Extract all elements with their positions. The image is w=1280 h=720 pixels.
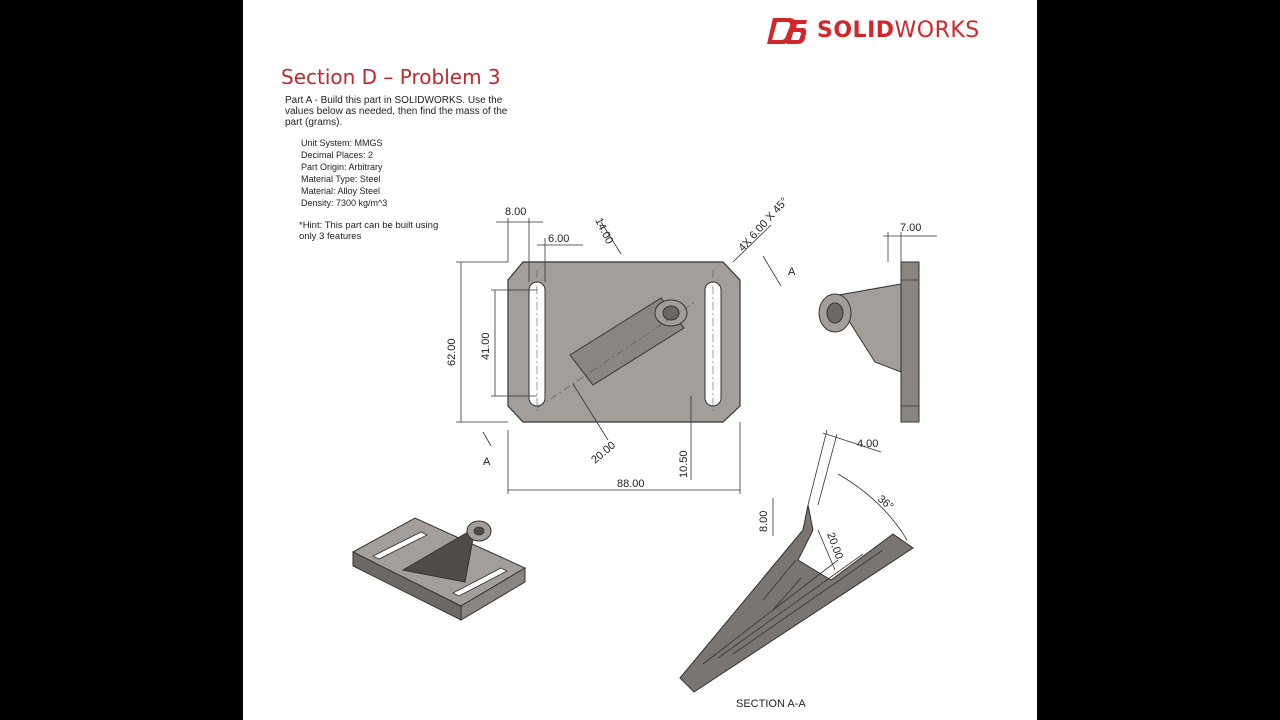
section-label: SECTION A-A bbox=[736, 698, 806, 710]
dim-thickness: 7.00 bbox=[900, 222, 921, 234]
dim-angle: 36° bbox=[875, 493, 895, 513]
drawing-sheet: SOLIDWORKS Section D – Problem 3 Part A … bbox=[243, 0, 1037, 720]
spec-item: Material: Alloy Steel bbox=[301, 186, 381, 196]
front-view bbox=[507, 261, 741, 423]
section-view bbox=[679, 429, 914, 693]
page-title: Section D – Problem 3 bbox=[281, 65, 501, 89]
spec-item: Part Origin: Arbitrary bbox=[301, 162, 383, 172]
spec-item: Unit System: MMGS bbox=[301, 138, 383, 148]
side-view bbox=[818, 232, 937, 423]
dim-width: 88.00 bbox=[617, 478, 645, 490]
dim-bottom-offset: 10.50 bbox=[678, 450, 690, 478]
hint-text: *Hint: This part can be built using only… bbox=[299, 220, 439, 242]
front-dimensions bbox=[456, 218, 782, 494]
dim-tab-thickness: 4.00 bbox=[857, 438, 878, 450]
dim-slot-width: 6.00 bbox=[548, 233, 569, 245]
dim-tab-length: 14.00 bbox=[592, 216, 615, 246]
solidworks-logo: SOLIDWORKS bbox=[763, 14, 980, 46]
dim-tab-height: 8.00 bbox=[758, 511, 770, 532]
dim-rib-width: 20.00 bbox=[824, 531, 845, 561]
cut-label-right: A bbox=[788, 266, 796, 278]
spec-list: Unit System: MMGS Decimal Places: 2 Part… bbox=[301, 137, 387, 209]
ds-logo-icon bbox=[767, 18, 807, 44]
dim-height: 62.00 bbox=[446, 338, 458, 366]
dim-slot-offset: 8.00 bbox=[505, 206, 526, 218]
dim-chamfer: 4X 6.00 X 45° bbox=[736, 195, 790, 254]
engineering-drawing: 8.00 6.00 14.00 4X 6.00 X 45° 62.00 41.0… bbox=[351, 195, 937, 710]
intro-text: Part A - Build this part in SOLIDWORKS. … bbox=[285, 95, 508, 128]
isometric-view bbox=[351, 517, 527, 621]
dim-slot-length: 41.00 bbox=[480, 332, 492, 360]
spec-item: Decimal Places: 2 bbox=[301, 150, 374, 160]
spec-item: Material Type: Steel bbox=[301, 174, 381, 184]
spec-item: Density: 7300 kg/m^3 bbox=[301, 198, 388, 208]
cut-label-left: A bbox=[483, 456, 491, 468]
dim-base-offset: 20.00 bbox=[589, 439, 618, 466]
logo-wordmark: SOLIDWORKS bbox=[817, 17, 980, 43]
